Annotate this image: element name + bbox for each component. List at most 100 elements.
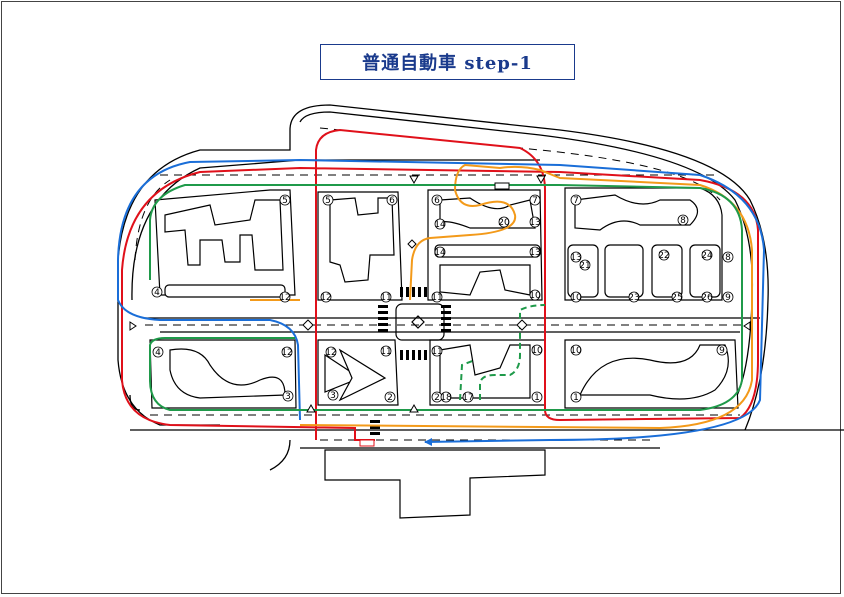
marker-circle — [671, 291, 683, 303]
marker-circle — [325, 346, 337, 358]
marker-label: 12 — [325, 348, 336, 358]
marker-circle — [279, 194, 291, 206]
marker-label: 3 — [330, 391, 336, 401]
marker-label: 5 — [282, 196, 288, 206]
marker-label: 24 — [701, 251, 713, 261]
marker-label: 13 — [529, 248, 540, 258]
marker-circle — [440, 391, 452, 403]
marker-circle — [658, 249, 670, 261]
marker-circle — [722, 251, 734, 263]
marker-circle — [570, 344, 582, 356]
marker-label: 10 — [529, 291, 541, 301]
marker-circle — [701, 249, 713, 261]
marker-circle — [529, 289, 541, 301]
marker-circle — [677, 214, 689, 226]
center-intersection — [395, 303, 445, 341]
marker-circle — [716, 344, 728, 356]
marker-label: 7 — [573, 196, 579, 206]
marker-label: 18 — [440, 393, 452, 403]
marker-label: 14 — [434, 248, 446, 258]
marker-label: 22 — [658, 251, 669, 261]
marker-circle — [462, 391, 474, 403]
marker-circle — [152, 346, 164, 358]
marker-circle — [431, 194, 443, 206]
marker-label: 13 — [570, 253, 581, 263]
marker-label: 23 — [628, 293, 639, 303]
marker-circle — [380, 345, 392, 357]
marker-label: 9 — [719, 346, 725, 356]
marker-circle — [327, 389, 339, 401]
marker-label: 12 — [279, 293, 290, 303]
marker-label: 14 — [434, 220, 446, 230]
marker-circle — [570, 251, 582, 263]
marker-circle — [434, 246, 446, 258]
marker-circle — [434, 218, 446, 230]
marker-label: 4 — [154, 288, 160, 298]
marker-circle — [722, 291, 734, 303]
marker-circle — [570, 291, 582, 303]
crosswalks — [370, 287, 451, 435]
marker-label: 10 — [531, 346, 543, 356]
marker-label: 10 — [570, 293, 582, 303]
route-red — [121, 128, 759, 441]
marker-circle — [380, 291, 392, 303]
marker-circle — [151, 286, 163, 298]
marker-label: 17 — [462, 393, 473, 403]
route-blue — [117, 158, 766, 443]
marker-circle — [279, 291, 291, 303]
marker-circle — [386, 194, 398, 206]
marker-circle — [529, 216, 541, 228]
route-orange — [250, 163, 753, 430]
marker-circle — [322, 194, 334, 206]
marker-circle — [570, 194, 582, 206]
marker-label: 7 — [532, 196, 538, 206]
marker-label: 5 — [325, 196, 331, 206]
marker-label: 2 — [387, 393, 393, 403]
marker-label: 6 — [389, 196, 395, 206]
marker-label: 10 — [570, 346, 582, 356]
marker-circle — [281, 346, 293, 358]
road-signs — [129, 175, 751, 447]
marker-circle — [282, 390, 294, 402]
marker-label: 9 — [725, 293, 731, 303]
marker-label: 11 — [431, 293, 442, 303]
marker-circle — [628, 291, 640, 303]
marker-label: 26 — [701, 293, 713, 303]
road-outline — [117, 104, 844, 471]
marker-label: 13 — [529, 218, 540, 228]
marker-circle — [431, 345, 443, 357]
marker-label: 6 — [434, 196, 440, 206]
marker-label: 1 — [534, 393, 540, 403]
marker-circle — [701, 291, 713, 303]
marker-label: 11 — [380, 293, 391, 303]
marker-circle — [531, 344, 543, 356]
marker-label: 4 — [155, 348, 161, 358]
marker-label: 20 — [498, 218, 510, 228]
marker-label: 25 — [671, 293, 682, 303]
marker-label: 11 — [380, 347, 391, 357]
marker-label: 12 — [320, 293, 331, 303]
marker-label: 21 — [579, 261, 590, 271]
marker-circle — [384, 391, 396, 403]
marker-circle — [579, 259, 591, 271]
marker-circle — [570, 391, 582, 403]
marker-circle — [529, 246, 541, 258]
marker-label: 11 — [431, 347, 442, 357]
marker-circle — [320, 291, 332, 303]
marker-label: 12 — [281, 348, 292, 358]
blue-arrow-head — [424, 438, 432, 446]
marker-label: 8 — [680, 216, 686, 226]
course-blocks — [149, 187, 739, 519]
marker-label: 2 — [434, 393, 440, 403]
marker-circle — [529, 194, 541, 206]
route-green — [149, 184, 743, 411]
marker-circle — [531, 391, 543, 403]
marker-circle — [431, 291, 443, 303]
marker-label: 1 — [573, 393, 579, 403]
marker-label: 8 — [725, 253, 731, 263]
marker-label: 3 — [285, 392, 291, 402]
page-title: 普通自動車 step-1 — [320, 44, 575, 80]
